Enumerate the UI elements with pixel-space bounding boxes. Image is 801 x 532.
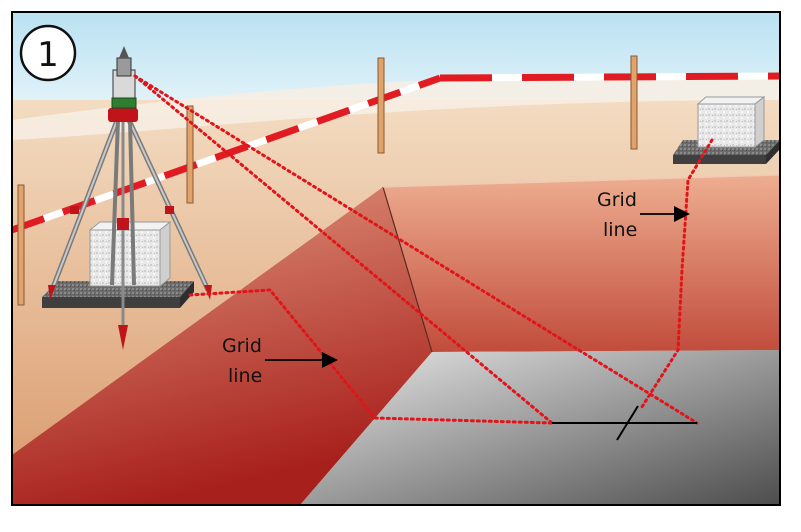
tripod-leg	[128, 119, 136, 286]
instrument-top	[119, 46, 129, 58]
marker-cross	[616, 405, 639, 441]
left-grid-label: Grid line	[222, 335, 338, 387]
trench-floor	[300, 350, 780, 505]
right-slab-edge	[766, 140, 780, 164]
stakes	[17, 55, 638, 306]
instrument-base	[111, 97, 137, 109]
grid-label-line2: line	[228, 365, 262, 387]
left-concrete-top	[88, 221, 172, 231]
right-concrete-top	[696, 96, 766, 105]
grid-label-line1: Grid	[597, 189, 637, 211]
sight-line-to-floor-near	[133, 74, 554, 425]
grid-intersection-marker	[552, 405, 697, 441]
left-concrete-side	[159, 220, 171, 288]
right-grid-label: Grid line	[597, 189, 690, 241]
stake	[186, 105, 194, 204]
trench-edge-top	[382, 174, 781, 188]
right-arrow-head-icon	[674, 206, 690, 222]
leg-clamp	[70, 206, 79, 214]
right-concrete-block	[697, 103, 756, 148]
trench-edge	[382, 186, 433, 353]
instrument-telescope	[116, 57, 132, 77]
right-grid-line	[638, 138, 714, 412]
grid-label-line2: line	[603, 219, 637, 241]
grid-label-line1: Grid	[222, 335, 262, 357]
left-slab-front	[42, 297, 180, 308]
step-badge-circle	[19, 24, 77, 82]
left-arrow-head-icon	[322, 352, 338, 368]
tape-right-red	[439, 72, 781, 82]
tripod-head	[108, 108, 138, 122]
left-slab-side	[180, 281, 194, 308]
stake	[377, 57, 385, 154]
tripod-leg	[51, 117, 119, 291]
stake	[17, 184, 25, 306]
trench-left-wall	[12, 187, 432, 505]
right-concrete-side	[754, 95, 765, 149]
plumb-tip	[118, 325, 128, 350]
left-foundation	[42, 220, 194, 308]
trench-back-wall	[383, 175, 780, 352]
right-slab-side	[673, 155, 766, 164]
tripod-leg	[110, 119, 120, 286]
leg-clamp	[165, 206, 174, 214]
left-concrete-block	[89, 229, 161, 287]
tripod-foot	[48, 285, 56, 300]
step-badge: 1	[19, 24, 77, 82]
tripod-leg	[127, 117, 209, 291]
figure-frame	[11, 11, 781, 506]
horizon-haze	[12, 73, 780, 140]
sight-line-to-floor-far	[133, 74, 699, 425]
step-number: 1	[37, 35, 59, 75]
stake	[630, 55, 638, 150]
plumb-clamp	[117, 218, 129, 230]
right-foundation	[673, 95, 780, 164]
